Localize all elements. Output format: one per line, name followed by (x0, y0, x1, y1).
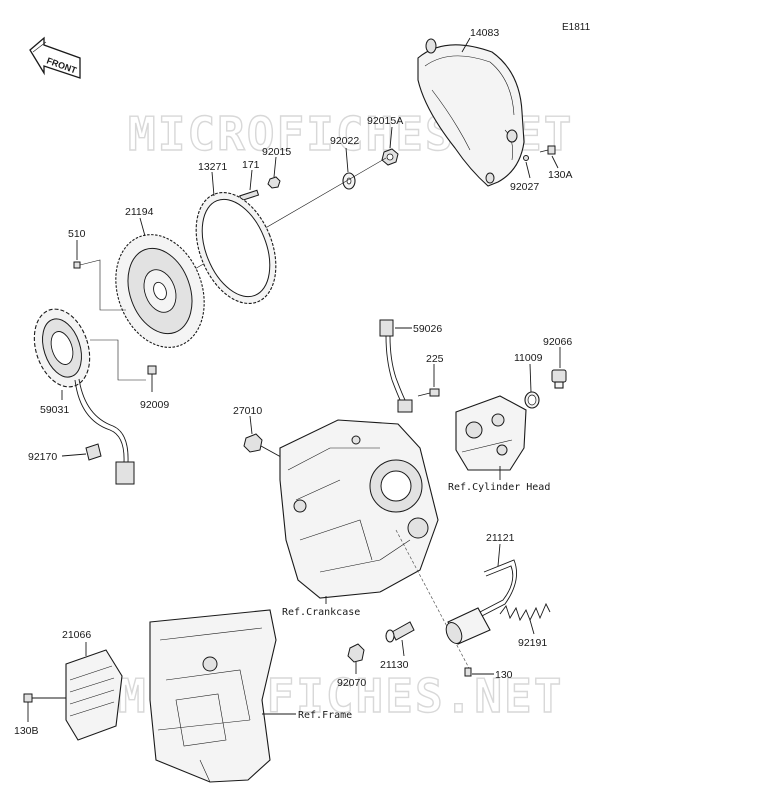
bolt-130[interactable] (464, 667, 472, 677)
part-label-92070: 92070 (337, 677, 366, 689)
part-label-510: 510 (68, 228, 86, 240)
part-label-27010: 27010 (233, 405, 262, 417)
part-label-59026: 59026 (413, 323, 442, 335)
part-label-92191: 92191 (518, 637, 547, 649)
part-label-130: 130 (495, 669, 513, 681)
plug-92066[interactable] (551, 369, 567, 389)
part-label-21121: 21121 (486, 532, 515, 544)
bolt-130A[interactable] (539, 145, 556, 155)
fitting-92070[interactable] (347, 643, 365, 663)
part-label-130A: 130A (548, 169, 573, 181)
crankcase-reference[interactable] (279, 419, 439, 599)
cylinder-head-reference[interactable] (455, 395, 527, 471)
bolt-130B[interactable] (23, 693, 66, 703)
part-label-21130: 21130 (380, 659, 409, 671)
sensor-59026[interactable] (379, 319, 413, 413)
part-label-92027: 92027 (510, 181, 539, 193)
stator-connector[interactable] (115, 461, 135, 485)
part-label-92015: 92015 (262, 146, 291, 158)
part-label-225: 225 (426, 353, 444, 365)
part-label-92009: 92009 (140, 399, 169, 411)
diagram-code: E1811 (562, 22, 591, 33)
part-label-21066: 21066 (62, 629, 91, 641)
part-label-21194: 21194 (125, 206, 154, 218)
plunger-21130[interactable] (385, 621, 415, 643)
stator-59031[interactable] (25, 302, 99, 394)
part-label-13271: 13271 (198, 161, 227, 173)
ref-cylinder-head: Ref.Cylinder Head (448, 482, 550, 493)
part-label-92015A: 92015A (367, 115, 403, 127)
flywheel-21194[interactable] (101, 222, 220, 360)
nut-92015A[interactable] (381, 148, 399, 166)
lead-21121[interactable] (477, 559, 517, 619)
part-label-92022: 92022 (330, 135, 359, 147)
nut-92027[interactable] (523, 155, 529, 161)
ring-gear-13271[interactable] (181, 181, 291, 316)
clamp-92170[interactable] (85, 443, 102, 461)
front-arrow-icon: FRONT (29, 36, 81, 79)
washer-92022[interactable] (342, 172, 356, 190)
starter-solenoid[interactable] (443, 607, 491, 646)
ref-frame: Ref.Frame (298, 710, 352, 721)
part-label-59031: 59031 (40, 404, 69, 416)
part-label-171: 171 (242, 159, 260, 171)
part-label-130B: 130B (14, 725, 39, 737)
part-label-11009: 11009 (514, 352, 543, 364)
bolt-92009[interactable] (147, 365, 157, 392)
part-label-92066: 92066 (543, 336, 572, 348)
part-label-92170: 92170 (28, 451, 57, 463)
key-510[interactable] (73, 261, 81, 269)
bolt-225[interactable] (417, 388, 440, 397)
ref-crankcase: Ref.Crankcase (282, 607, 360, 618)
regulator-21066[interactable] (65, 649, 123, 741)
frame-reference[interactable] (149, 609, 277, 783)
spring-92191[interactable] (499, 602, 551, 622)
nut-92015[interactable] (267, 176, 281, 189)
magneto-cover-14083[interactable] (417, 38, 525, 187)
part-label-14083: 14083 (470, 27, 499, 39)
